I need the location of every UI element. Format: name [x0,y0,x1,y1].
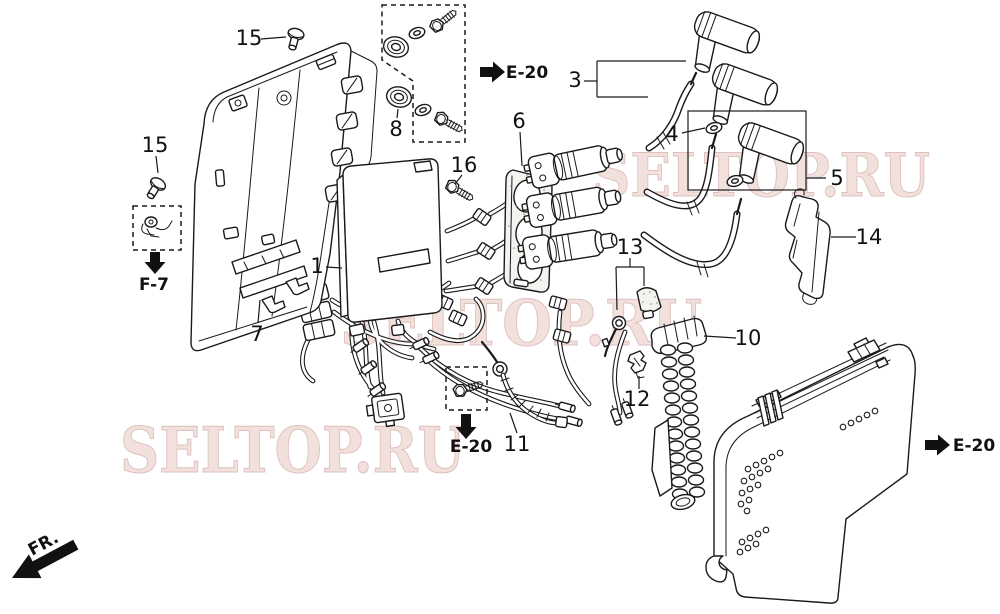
part-label-5: 5 [687,110,844,191]
label-text: 1 [310,254,323,278]
right-arrow-icon [480,61,505,83]
rubber-cap-and-terminal-13 [601,287,662,358]
label-text: 4 [665,122,678,146]
label-text: 11 [504,432,531,456]
f7-callout: F-7 [132,205,182,295]
part-label-16: 16 [451,153,478,185]
mounting-panel-7 [190,42,378,352]
washer [407,24,427,42]
part-label-1: 1 [310,254,343,278]
fastener-box-top [380,4,467,143]
part-label-3: 3 [568,60,686,98]
ignition-coil-assembly [516,8,808,278]
ground-wire-11 [480,340,569,429]
corrugation-left [659,344,689,500]
wire-connector [475,241,497,261]
bolt [432,109,467,137]
e20-right-label: E-20 [953,436,995,456]
f7-label: F-7 [139,275,169,295]
label-text: 5 [830,166,843,190]
e20-bottom-label: E-20 [450,437,492,457]
wire-connector [471,207,493,227]
e20-callout-top: E-20 [480,61,548,83]
label-text: 12 [624,387,651,411]
e20-top-label: E-20 [506,63,548,83]
grommet-8 [380,33,412,61]
part-label-10: 10 [703,326,762,350]
label-text: 10 [735,326,762,350]
label-text: 15 [142,133,169,157]
cover-clip [847,337,881,363]
label-text: 7 [250,322,263,346]
part-label-11: 11 [504,412,531,456]
watermark-bottom-left: SELTOP.RU [120,413,465,487]
corrugation-right [676,342,706,498]
down-arrow-icon [144,252,166,274]
part-label-15-left: 15 [142,133,169,174]
part-labels: 15 15 7 8 16 1 3 6 [142,26,883,456]
grommet-8 [383,83,415,111]
clip-icon [141,216,173,238]
part-label-7: 7 [250,299,264,346]
front-arrow-icon [12,539,79,579]
label-text: 13 [617,235,644,259]
part-label-15-top: 15 [236,26,287,50]
part-label-13: 13 [615,235,645,311]
label-text: 3 [568,68,581,92]
label-text: 16 [451,153,478,177]
down-arrow-icon [455,414,477,439]
bolt-16 [443,177,477,205]
label-text: 15 [236,26,263,50]
clip-12 [627,350,647,379]
part-label-6: 6 [512,109,526,167]
label-text: 6 [512,109,525,133]
wire-cover-10 [650,315,708,511]
harness-sensor [365,392,405,428]
grommet-15-left [141,174,169,203]
label-text: 14 [856,225,883,249]
part-label-8: 8 [389,108,403,141]
bolt [427,5,461,36]
e20-callout-bottom: E-20 [450,414,492,457]
front-direction-indicator: FR. [12,528,79,579]
label-text: 8 [389,117,402,141]
cover-clip [755,389,784,427]
holder-block-6 [503,169,553,293]
cover-panel-right [705,337,916,604]
bracket-14 [784,188,831,305]
e20-callout-right: E-20 [925,434,995,456]
rivet-15-top [283,26,306,53]
ecu-unit-1 [336,158,443,337]
vent-holes [736,407,879,556]
part-label-12: 12 [624,376,651,411]
fastener-box-bottom [445,366,488,411]
washer [413,101,433,119]
part-label-14: 14 [831,225,882,249]
right-arrow-icon [925,434,950,456]
part-label-4: 4 [665,122,706,146]
